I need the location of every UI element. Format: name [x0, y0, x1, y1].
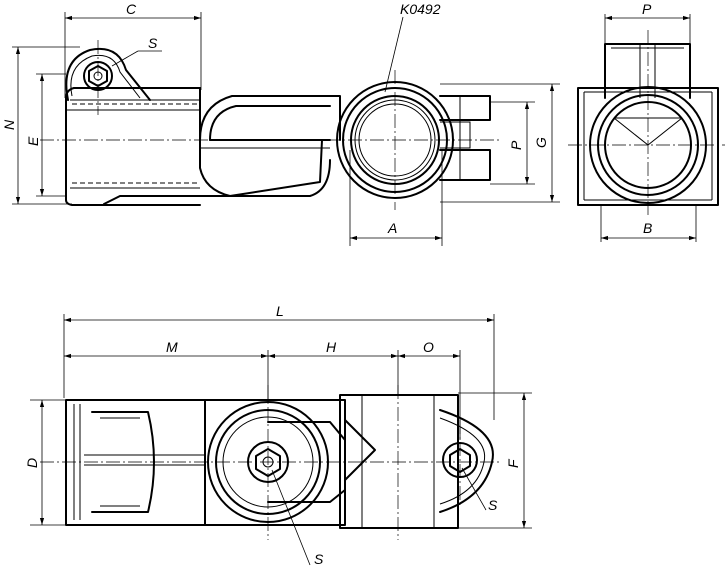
dim-label-B: B	[643, 220, 652, 236]
dim-label-M: M	[166, 339, 178, 355]
dim-label-F: F	[505, 458, 521, 468]
dim-label-O: O	[423, 339, 434, 355]
dim-label-S-left: S	[314, 551, 324, 567]
dim-label-D: D	[24, 458, 40, 468]
side-view: P B	[568, 1, 725, 242]
dim-label-P-top: P	[508, 140, 524, 150]
dim-label-E: E	[25, 136, 41, 146]
dim-label-A: A	[387, 220, 397, 236]
dim-label-L: L	[276, 303, 284, 319]
bottom-view: L M H O D F S S	[24, 303, 532, 567]
dim-label-G: G	[533, 137, 549, 148]
dim-label-S-top: S	[148, 35, 158, 51]
dim-label-N: N	[1, 119, 17, 130]
dim-label-S-right: S	[488, 497, 498, 513]
dim-label-H: H	[326, 339, 337, 355]
dim-label-P-side: P	[642, 1, 652, 17]
part-number: K0492	[400, 1, 441, 17]
top-view: C S N E A P G K0492	[1, 1, 560, 246]
dim-label-C: C	[126, 1, 137, 17]
